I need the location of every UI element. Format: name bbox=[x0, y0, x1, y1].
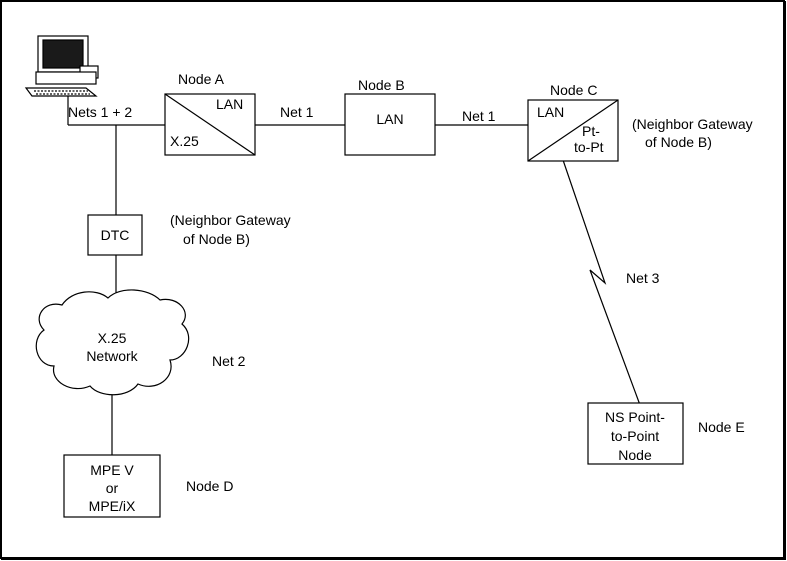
node-e-line-1: NS Point- bbox=[605, 409, 665, 425]
node-d-line-3: MPE/iX bbox=[89, 498, 136, 514]
node-c-note-2: of Node B) bbox=[645, 134, 712, 150]
connection-lines bbox=[67, 96, 528, 455]
nets12-label: Nets 1 + 2 bbox=[68, 104, 132, 120]
node-b-box[interactable]: LAN bbox=[344, 93, 436, 156]
border-shadow-bottom bbox=[1, 557, 786, 560]
node-e-title: Node E bbox=[698, 419, 745, 435]
node-c-note-1: (Neighbor Gateway bbox=[632, 116, 753, 132]
net3-serial-link bbox=[562, 159, 641, 406]
node-d-line-1: MPE V bbox=[90, 462, 134, 478]
node-a-lan-label: LAN bbox=[216, 96, 243, 112]
cloud-icon bbox=[35, 289, 190, 396]
node-e-line-2: to-Point bbox=[611, 428, 659, 444]
node-c-pt-label-1: Pt- bbox=[582, 123, 600, 139]
node-c-pt-label-2: to-Pt bbox=[574, 139, 604, 155]
cloud-label-1: X.25 bbox=[98, 330, 127, 346]
node-d-box[interactable]: MPE V or MPE/iX bbox=[63, 454, 161, 518]
node-c-title: Node C bbox=[550, 82, 597, 98]
node-d-title: Node D bbox=[186, 478, 233, 494]
node-b-lan-label: LAN bbox=[376, 111, 403, 127]
dtc-note-1: (Neighbor Gateway bbox=[170, 212, 291, 228]
node-a-box[interactable]: LAN X.25 bbox=[164, 93, 256, 156]
node-a-x25-label: X.25 bbox=[170, 133, 199, 149]
net1-ab-label: Net 1 bbox=[280, 104, 314, 120]
dtc-note-2: of Node B) bbox=[183, 231, 250, 247]
node-c-box[interactable]: LAN Pt- to-Pt bbox=[527, 99, 619, 162]
node-d-line-2: or bbox=[106, 480, 119, 496]
net3-label: Net 3 bbox=[626, 270, 660, 286]
workstation-icon bbox=[24, 35, 99, 97]
x25-cloud[interactable]: X.25 Network bbox=[35, 289, 190, 396]
node-b-title: Node B bbox=[358, 77, 405, 93]
node-a-title: Node A bbox=[178, 71, 225, 87]
border-shadow-right bbox=[783, 1, 786, 560]
dtc-label: DTC bbox=[101, 227, 130, 243]
dtc-box[interactable]: DTC bbox=[87, 214, 143, 256]
node-c-lan-label: LAN bbox=[537, 104, 564, 120]
node-e-line-3: Node bbox=[618, 447, 652, 463]
net2-label: Net 2 bbox=[212, 353, 246, 369]
net1-bc-label: Net 1 bbox=[462, 108, 496, 124]
cloud-label-2: Network bbox=[86, 348, 138, 364]
node-e-box[interactable]: NS Point- to-Point Node bbox=[587, 402, 684, 465]
